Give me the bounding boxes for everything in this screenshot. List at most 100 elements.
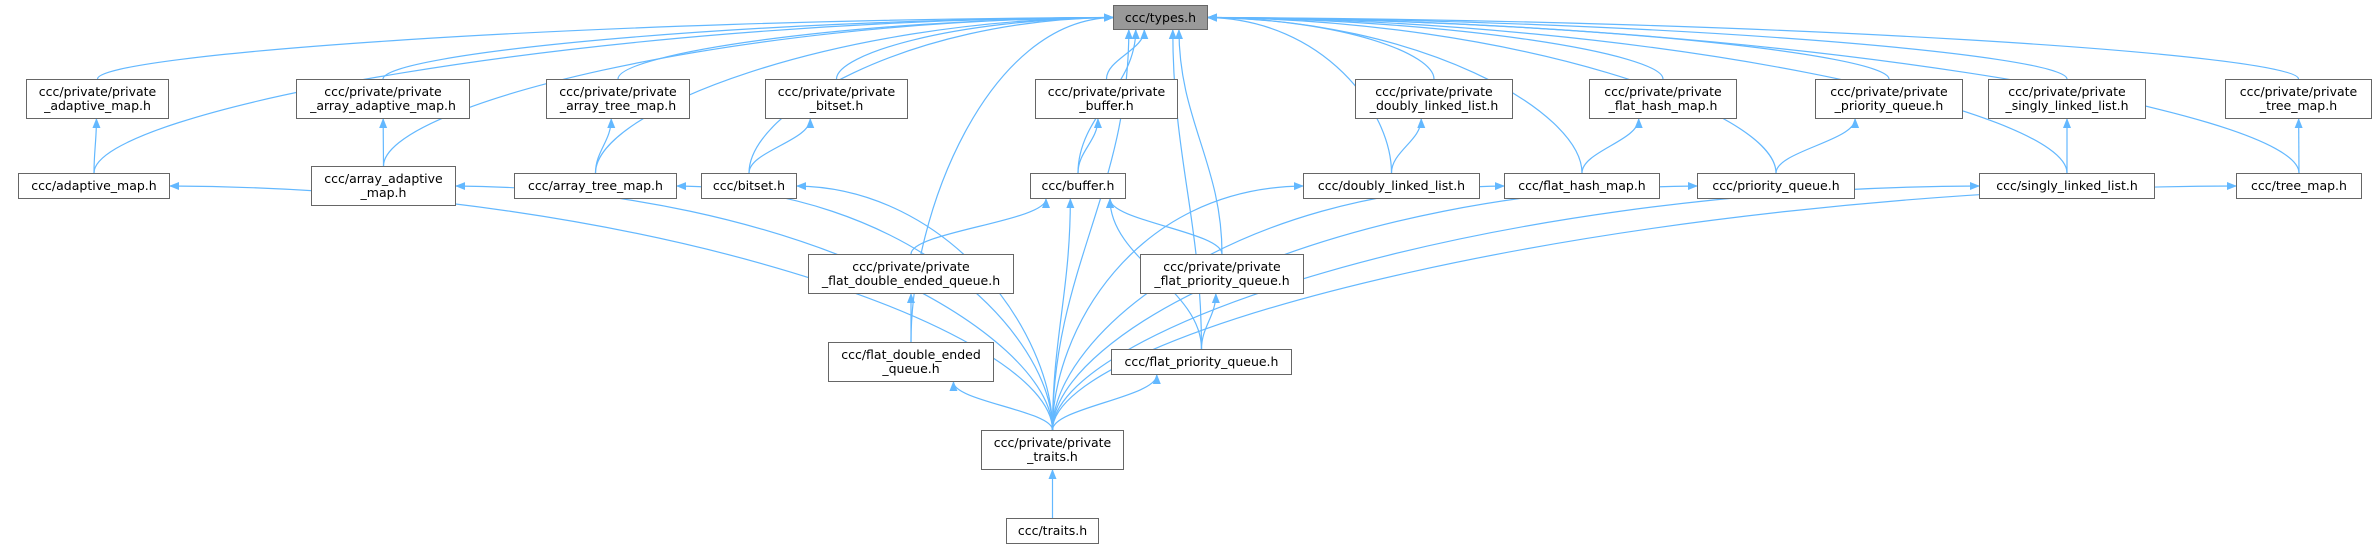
node-label-line: ccc/priority_queue.h <box>1712 178 1840 193</box>
edge-p_traits-to-adaptive_map <box>169 182 1054 431</box>
node-array-tree-map[interactable]: ccc/array_tree_map.h <box>514 173 677 199</box>
node-label-line: _bitset.h <box>809 98 864 113</box>
node-label-line: ccc/array_tree_map.h <box>528 178 663 193</box>
node-label-line: _flat_double_ended_queue.h <box>821 273 1001 288</box>
node-label-line: _doubly_linked_list.h <box>1369 98 1499 113</box>
node-label-line: _array_tree_map.h <box>559 98 677 113</box>
node-fhm[interactable]: ccc/flat_hash_map.h <box>1504 173 1660 199</box>
edge-adaptive_map-to-p_adaptive_map <box>92 118 101 174</box>
node-label-line: ccc/tree_map.h <box>2251 178 2347 193</box>
edge-bitset-to-types <box>748 13 1114 174</box>
node-label-line: ccc/private/private <box>559 84 677 99</box>
node-label-line: ccc/traits.h <box>1017 523 1088 538</box>
node-label-line: ccc/private/private <box>2239 84 2358 99</box>
node-p-array-adaptive-map[interactable]: ccc/private/private_array_adaptive_map.h <box>296 79 470 119</box>
edge-p_array_tree_map-to-types <box>617 13 1114 80</box>
node-label-line: ccc/private/private <box>1830 84 1948 99</box>
edge-p_sll-to-types <box>1207 13 2068 80</box>
edge-p_buffer-to-types <box>1105 29 1149 80</box>
node-label-line: ccc/singly_linked_list.h <box>1996 178 2138 193</box>
node-label-line: _flat_hash_map.h <box>1608 98 1718 113</box>
node-label-line: ccc/private/private <box>993 435 1112 450</box>
edge-p_fhm-to-types <box>1207 13 1664 80</box>
node-p-adaptive-map[interactable]: ccc/private/private_adaptive_map.h <box>26 79 169 119</box>
node-label-line: _queue.h <box>882 361 940 376</box>
edge-p_flat_pq-to-types <box>1174 29 1223 255</box>
node-array-adaptive-map[interactable]: ccc/array_adaptive_map.h <box>311 166 456 206</box>
edge-p_traits-to-buffer <box>1051 198 1075 431</box>
node-label-line: ccc/flat_hash_map.h <box>1518 178 1646 193</box>
node-buffer[interactable]: ccc/buffer.h <box>1030 173 1126 199</box>
edge-p_adaptive_map-to-types <box>96 13 1114 80</box>
edge-p_bitset-to-types <box>835 13 1114 80</box>
edge-flat_pq-to-types <box>1168 29 1203 350</box>
edge-array_tree_map-to-types <box>594 13 1114 174</box>
node-label-line: _array_adaptive_map.h <box>310 98 456 113</box>
edge-p_traits-to-tree_map <box>1051 182 2237 431</box>
node-p-fhm[interactable]: ccc/private/private_flat_hash_map.h <box>1589 79 1737 119</box>
node-label-line: ccc/doubly_linked_list.h <box>1317 178 1466 193</box>
edge-tree_map-to-types <box>1207 13 2300 174</box>
node-label-line: _singly_linked_list.h <box>2005 98 2129 113</box>
edge-array_tree_map-to-p_array_tree_map <box>594 118 616 174</box>
edge-fhm-to-types <box>1207 13 1583 174</box>
node-label-line: ccc/private/private <box>1375 84 1493 99</box>
node-label-line: ccc/private/private <box>38 84 157 99</box>
node-types: ccc/types.h <box>1113 5 1208 30</box>
edge-p_traits-to-flat_pq <box>1051 374 1161 431</box>
edge-pq-to-p_pq <box>1775 118 1860 174</box>
node-flat-deq[interactable]: ccc/flat_double_ended_queue.h <box>828 342 994 382</box>
edge-p_traits-to-flat_deq <box>949 381 1054 431</box>
edge-p_flat_deq-to-buffer <box>910 198 1050 255</box>
node-label-line: _traits.h <box>1027 449 1078 464</box>
edge-p_traits-to-fhm <box>1051 182 1505 431</box>
node-label-line: ccc/private/private <box>2008 84 2126 99</box>
node-label-line: ccc/types.h <box>1124 9 1197 25</box>
node-dll[interactable]: ccc/doubly_linked_list.h <box>1303 173 1480 199</box>
edge-dll-to-types <box>1207 13 1393 174</box>
node-tree-map[interactable]: ccc/tree_map.h <box>2236 173 2362 199</box>
edge-p_traits-to-bitset <box>796 182 1054 431</box>
node-label-line: _adaptive_map.h <box>44 98 151 113</box>
node-p-flat-deq[interactable]: ccc/private/private_flat_double_ended_qu… <box>808 254 1014 294</box>
node-p-flat-pq[interactable]: ccc/private/private_flat_priority_queue.… <box>1140 254 1304 294</box>
edge-bitset-to-p_bitset <box>748 118 815 174</box>
node-flat-pq[interactable]: ccc/flat_priority_queue.h <box>1111 349 1292 375</box>
node-p-traits[interactable]: ccc/private/private_traits.h <box>981 430 1124 470</box>
edge-p_traits-to-pq <box>1051 182 1698 431</box>
node-label-line: ccc/buffer.h <box>1041 178 1115 193</box>
node-bitset[interactable]: ccc/bitset.h <box>701 173 797 199</box>
node-p-array-tree-map[interactable]: ccc/private/private_array_tree_map.h <box>546 79 690 119</box>
node-p-buffer[interactable]: ccc/private/private_buffer.h <box>1035 79 1178 119</box>
edge-flat_pq-to-p_flat_pq <box>1200 293 1220 350</box>
node-label-line: _flat_priority_queue.h <box>1154 273 1290 288</box>
edge-dll-to-p_dll <box>1390 118 1426 174</box>
edge-p_pq-to-types <box>1207 13 1890 80</box>
node-label-line: _tree_map.h <box>2259 98 2338 113</box>
node-label-line: _priority_queue.h <box>1834 98 1944 113</box>
node-label-line: ccc/private/private <box>852 259 970 274</box>
node-label-line: ccc/private/private <box>324 84 442 99</box>
edge-p_traits-to-dll <box>1051 182 1304 431</box>
node-p-pq[interactable]: ccc/private/private_priority_queue.h <box>1815 79 1963 119</box>
edge-buffer-to-p_buffer <box>1077 118 1102 174</box>
node-label-line: ccc/private/private <box>777 84 896 99</box>
edge-adaptive_map-to-types <box>93 13 1114 174</box>
node-label-line: ccc/adaptive_map.h <box>31 178 157 193</box>
node-adaptive-map[interactable]: ccc/adaptive_map.h <box>18 173 170 199</box>
node-label-line: ccc/private/private <box>1604 84 1722 99</box>
node-traits[interactable]: ccc/traits.h <box>1006 518 1099 544</box>
edge-p_tree_map-to-types <box>1207 13 2300 80</box>
node-p-dll[interactable]: ccc/private/private_doubly_linked_list.h <box>1355 79 1513 119</box>
node-p-sll[interactable]: ccc/private/private_singly_linked_list.h <box>1988 79 2146 119</box>
node-pq[interactable]: ccc/priority_queue.h <box>1697 173 1855 199</box>
node-p-bitset[interactable]: ccc/private/private_bitset.h <box>765 79 908 119</box>
node-sll[interactable]: ccc/singly_linked_list.h <box>1979 173 2155 199</box>
edge-pq-to-types <box>1207 13 1777 174</box>
node-label-line: ccc/bitset.h <box>712 178 786 193</box>
edge-array_adaptive_map-to-types <box>382 13 1114 167</box>
node-label-line: ccc/flat_priority_queue.h <box>1124 354 1279 369</box>
node-label-line: _buffer.h <box>1079 98 1134 113</box>
node-p-tree-map[interactable]: ccc/private/private_tree_map.h <box>2225 79 2372 119</box>
